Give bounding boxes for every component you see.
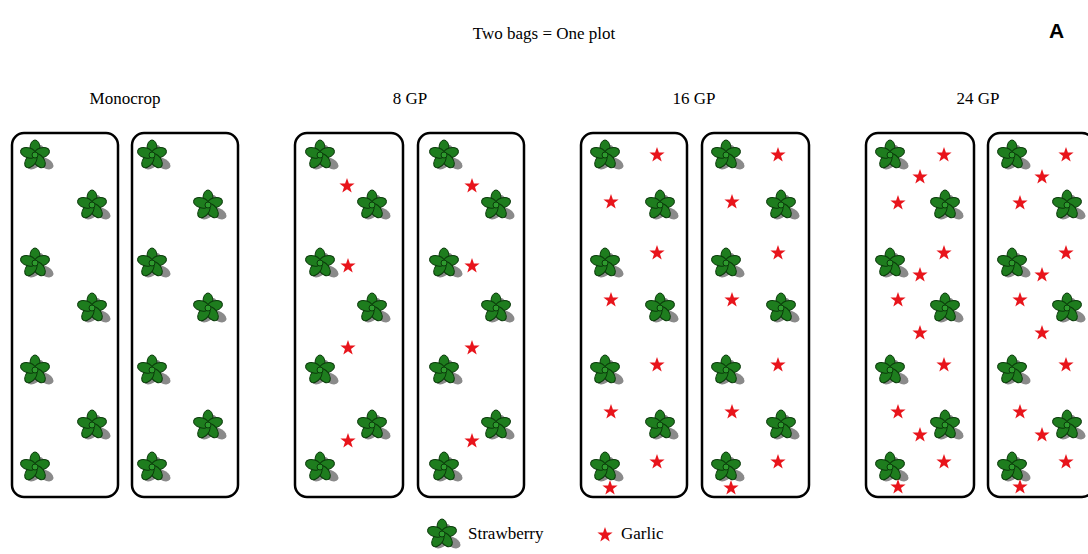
legend-text: Strawberry [468,524,544,544]
garlic-plants [339,147,1073,495]
legend-symbols [426,519,612,551]
legend-text: Garlic [621,524,663,544]
strawberry-plants [19,140,1087,484]
grow-bags [12,133,1088,497]
treatment-label: 24 GP [957,89,1000,109]
treatment-label: 8 GP [393,89,427,109]
figure-title: Two bags = One plot [473,24,616,44]
treatment-label: 16 GP [673,89,716,109]
treatment-label: Monocrop [90,89,161,109]
panel-letter: A [1049,18,1064,43]
